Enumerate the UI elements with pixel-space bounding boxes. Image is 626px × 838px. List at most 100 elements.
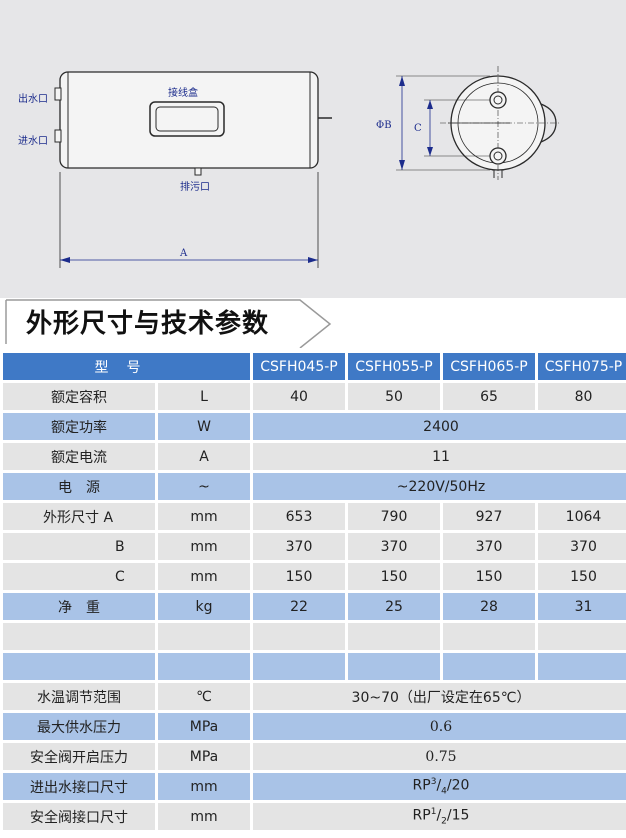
row-value: 150: [443, 563, 535, 590]
row-value: RP3/4/20: [253, 773, 626, 800]
row-label: 额定容积: [3, 383, 155, 410]
row-label: 安全阀接口尺寸: [3, 803, 155, 830]
row-label: 安全阀开启压力: [3, 743, 155, 770]
row-unit: mm: [158, 533, 250, 560]
table-row-temp-range: 水温调节范围 ℃ 30~70（出厂设定在65℃）: [3, 683, 626, 710]
table-row-dim-c: C mm 150 150 150 150: [3, 563, 626, 590]
row-value: 653: [253, 503, 345, 530]
row-value: 0.6: [253, 713, 626, 740]
drawing-canvas: A 出水口 进水口 接线盒 排污口 ΦB: [18, 66, 560, 268]
row-label: 进出水接口尺寸: [3, 773, 155, 800]
table-row-current: 额定电流 A 11: [3, 443, 626, 470]
technical-drawing: A 出水口 进水口 接线盒 排污口 ΦB: [0, 0, 626, 298]
table-row-valve-pressure: 安全阀开启压力 MPa 0.75: [3, 743, 626, 770]
empty-cell: [348, 623, 440, 650]
junction-box-inner: [155, 106, 219, 132]
row-value: 0.75: [253, 743, 626, 770]
empty-cell: [3, 623, 155, 650]
empty-cell: [253, 623, 345, 650]
empty-cell: [443, 623, 535, 650]
fraction-numerator: 1: [430, 806, 437, 817]
row-value: 150: [538, 563, 626, 590]
dim-phi-b-label: ΦB: [376, 120, 392, 131]
empty-cell: [538, 623, 626, 650]
junction-box-label: 接线盒: [168, 86, 198, 99]
table-row-pipe-size: 进出水接口尺寸 mm RP3/4/20: [3, 773, 626, 800]
row-label: 电 源: [3, 473, 155, 500]
row-value: 28: [443, 593, 535, 620]
table-row-empty-2: [3, 653, 626, 680]
table-row-empty-1: [3, 623, 626, 650]
row-label: 额定功率: [3, 413, 155, 440]
lower-port: [489, 147, 507, 165]
row-unit: W: [158, 413, 250, 440]
row-label: 额定电流: [3, 443, 155, 470]
row-unit: MPa: [158, 713, 250, 740]
row-unit: mm: [158, 503, 250, 530]
empty-cell: [443, 653, 535, 680]
row-unit: mm: [158, 773, 250, 800]
outlet-pipe: [54, 87, 62, 101]
row-value: 25: [348, 593, 440, 620]
row-value: 790: [348, 503, 440, 530]
header-model-label: 型号: [3, 353, 250, 380]
empty-cell: [253, 653, 345, 680]
row-unit: ℃: [158, 683, 250, 710]
table-row-capacity: 额定容积 L 40 50 65 80: [3, 383, 626, 410]
row-value: 80: [538, 383, 626, 410]
header-model-1: CSFH045-P: [253, 353, 345, 380]
inlet-pipe: [54, 129, 62, 143]
row-value: 150: [348, 563, 440, 590]
drain-pipe: [194, 167, 202, 176]
dim-a-label: A: [179, 248, 188, 259]
empty-cell: [3, 653, 155, 680]
empty-cell: [158, 653, 250, 680]
thread-prefix: RP: [412, 807, 431, 824]
fraction-denominator: 2: [441, 816, 447, 827]
row-unit: MPa: [158, 743, 250, 770]
row-unit: mm: [158, 803, 250, 830]
row-value: 2400: [253, 413, 626, 440]
row-value: 22: [253, 593, 345, 620]
outlet-label: 出水口: [18, 92, 48, 105]
empty-cell: [348, 653, 440, 680]
row-value: 40: [253, 383, 345, 410]
row-value: 150: [253, 563, 345, 590]
row-unit: A: [158, 443, 250, 470]
table-row-max-pressure: 最大供水压力 MPa 0.6: [3, 713, 626, 740]
title-frame: [5, 299, 332, 348]
row-value: 370: [538, 533, 626, 560]
table-row-dim-b: B mm 370 370 370 370: [3, 533, 626, 560]
upper-port: [489, 91, 507, 109]
row-value: ~220V/50Hz: [253, 473, 626, 500]
header-model-2: CSFH055-P: [348, 353, 440, 380]
junction-box-outer: [149, 101, 225, 137]
row-value: 370: [348, 533, 440, 560]
row-value: 1064: [538, 503, 626, 530]
tank-body: [59, 71, 319, 169]
row-label: C: [3, 563, 155, 590]
row-value: RP1/2/15: [253, 803, 626, 830]
dim-c-label: C: [414, 123, 422, 134]
row-value: 370: [253, 533, 345, 560]
row-label: 外形尺寸 A: [3, 503, 155, 530]
row-label: 水温调节范围: [3, 683, 155, 710]
thread-suffix: /15: [446, 807, 470, 824]
row-unit: L: [158, 383, 250, 410]
header-model-4: CSFH075-P: [538, 353, 626, 380]
row-value: 370: [443, 533, 535, 560]
row-label: B: [3, 533, 155, 560]
row-value: 50: [348, 383, 440, 410]
table-row-valve-size: 安全阀接口尺寸 mm RP1/2/15: [3, 803, 626, 830]
section-title: 外形尺寸与技术参数: [26, 309, 270, 339]
table-row-supply: 电 源 ~ ~220V/50Hz: [3, 473, 626, 500]
table-row-weight: 净 重 kg 22 25 28 31: [3, 593, 626, 620]
row-value: 11: [253, 443, 626, 470]
thread-suffix: /20: [446, 777, 470, 794]
inlet-label: 进水口: [18, 135, 48, 147]
fraction-numerator: 3: [430, 776, 437, 787]
table-header-row: 型号 CSFH045-P CSFH055-P CSFH065-P CSFH075…: [3, 353, 626, 380]
spec-table: 型号 CSFH045-P CSFH055-P CSFH065-P CSFH075…: [0, 350, 626, 833]
fraction-denominator: 4: [441, 786, 447, 797]
row-value: 65: [443, 383, 535, 410]
